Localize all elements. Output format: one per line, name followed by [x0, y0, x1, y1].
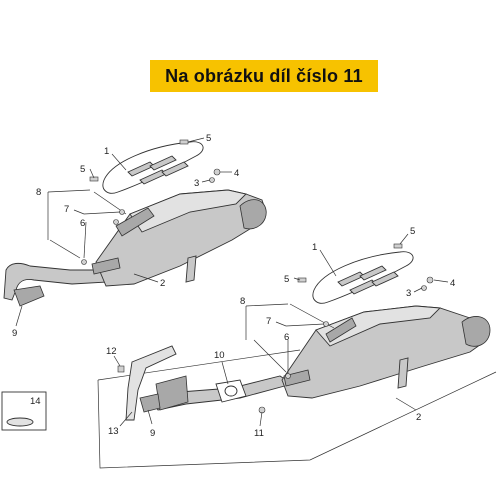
leader-3a	[201, 179, 211, 183]
callout-9a: 9	[12, 328, 17, 339]
leader-2b	[395, 397, 417, 411]
callout-1b: 1	[312, 242, 317, 253]
callout-1a: 1	[104, 146, 109, 157]
leader-9b	[147, 409, 153, 425]
upper-header-pipe	[3, 262, 109, 301]
leader-5c	[399, 233, 409, 245]
lower-muffler-endcap	[461, 316, 491, 347]
leader-11	[259, 411, 263, 427]
upper-muffler-top	[129, 189, 247, 233]
callout-10: 10	[214, 350, 225, 361]
leader-6a	[83, 221, 87, 259]
leader-4b	[433, 279, 449, 283]
upper-bracket	[115, 207, 155, 237]
callout-11: 11	[254, 428, 264, 439]
gasket-hole	[224, 385, 238, 397]
lower-bracket	[325, 317, 357, 343]
upper-heat-shield-slot-2	[149, 155, 177, 171]
banner-text: Na obrázku díl číslo 11	[165, 65, 363, 86]
leader-7a	[73, 209, 121, 215]
leader-7b	[275, 321, 325, 327]
lower-heat-shield-slot-4	[371, 271, 399, 287]
callout-6b: 6	[284, 332, 289, 343]
front-pipe	[125, 345, 177, 421]
lower-bracket-lower	[283, 369, 311, 387]
lower-washer-6	[285, 373, 291, 379]
upper-washer-3	[209, 177, 215, 183]
lower-washer-7	[323, 321, 329, 327]
leader-13	[119, 411, 133, 427]
lower-heat-shield-slot-2	[359, 265, 387, 281]
leader-5a	[187, 137, 205, 143]
callout-3a: 3	[194, 178, 199, 189]
leader-1b	[319, 249, 337, 277]
leader-5d	[293, 277, 301, 281]
lower-bolt-5d	[297, 277, 307, 283]
leader-10	[221, 361, 229, 385]
callout-9b: 9	[150, 428, 155, 439]
callout-4b: 4	[450, 278, 455, 289]
callout-8b: 8	[240, 296, 245, 307]
callout-3b: 3	[406, 288, 411, 299]
upper-washer-6	[81, 259, 87, 265]
lower-bolt-8b	[253, 339, 287, 373]
lower-muffler-top	[315, 305, 442, 347]
lower-frame-top	[97, 349, 301, 381]
callout-6a: 6	[80, 218, 85, 229]
seal-ring	[6, 417, 34, 427]
upper-clamp	[13, 285, 45, 307]
lower-bolt-5c	[393, 243, 403, 249]
callout-4a: 4	[234, 168, 239, 179]
leader-5b	[89, 168, 95, 179]
part-number-banner: Na obrázku díl číslo 11	[150, 60, 378, 92]
callout-12: 12	[106, 346, 117, 357]
upper-spacer-6	[113, 219, 119, 225]
leader-1a	[111, 153, 127, 171]
callout-5b: 5	[80, 164, 85, 175]
upper-washer-7	[119, 209, 125, 215]
upper-bolt-5b	[89, 176, 99, 182]
lower-washer-3	[421, 285, 427, 291]
callout-8a: 8	[36, 187, 41, 198]
callout-5d: 5	[284, 274, 289, 285]
callout-2b: 2	[416, 412, 421, 423]
callout-2a: 2	[160, 278, 165, 289]
upper-heat-shield-slot-4	[161, 161, 189, 177]
bolt-12	[117, 365, 125, 373]
callout-7b: 7	[266, 316, 271, 327]
leader-8a2	[47, 189, 91, 193]
leader-2a	[133, 273, 159, 283]
callout-7a: 7	[64, 204, 69, 215]
lower-exhaust-assembly: 1 5 5 4 3 8 7 6 12 10 14 13 9 11 2	[1, 226, 497, 469]
lower-clamp-9	[139, 393, 161, 413]
upper-muffler-endcap	[239, 199, 267, 230]
callout-13: 13	[108, 426, 119, 437]
callout-5a: 5	[206, 133, 211, 144]
leader-9a	[15, 305, 23, 327]
leader-12	[113, 355, 121, 367]
leader-8b2	[245, 303, 289, 307]
lower-frame-line	[97, 371, 497, 469]
upper-exhaust-assembly: 1 5 5 4 3 8 7 6 2 9	[3, 133, 267, 339]
callout-5c: 5	[410, 226, 415, 237]
upper-bolt-8b	[49, 239, 81, 259]
upper-bracket-lower	[91, 257, 121, 275]
lower-nut-4	[426, 276, 434, 284]
callout-14: 14	[30, 396, 41, 407]
upper-outlet-tube	[185, 255, 197, 283]
upper-bolt-5a	[179, 139, 189, 145]
upper-nut-4	[213, 168, 221, 176]
leader-3b	[413, 287, 423, 293]
lower-outlet-tube	[397, 357, 409, 389]
